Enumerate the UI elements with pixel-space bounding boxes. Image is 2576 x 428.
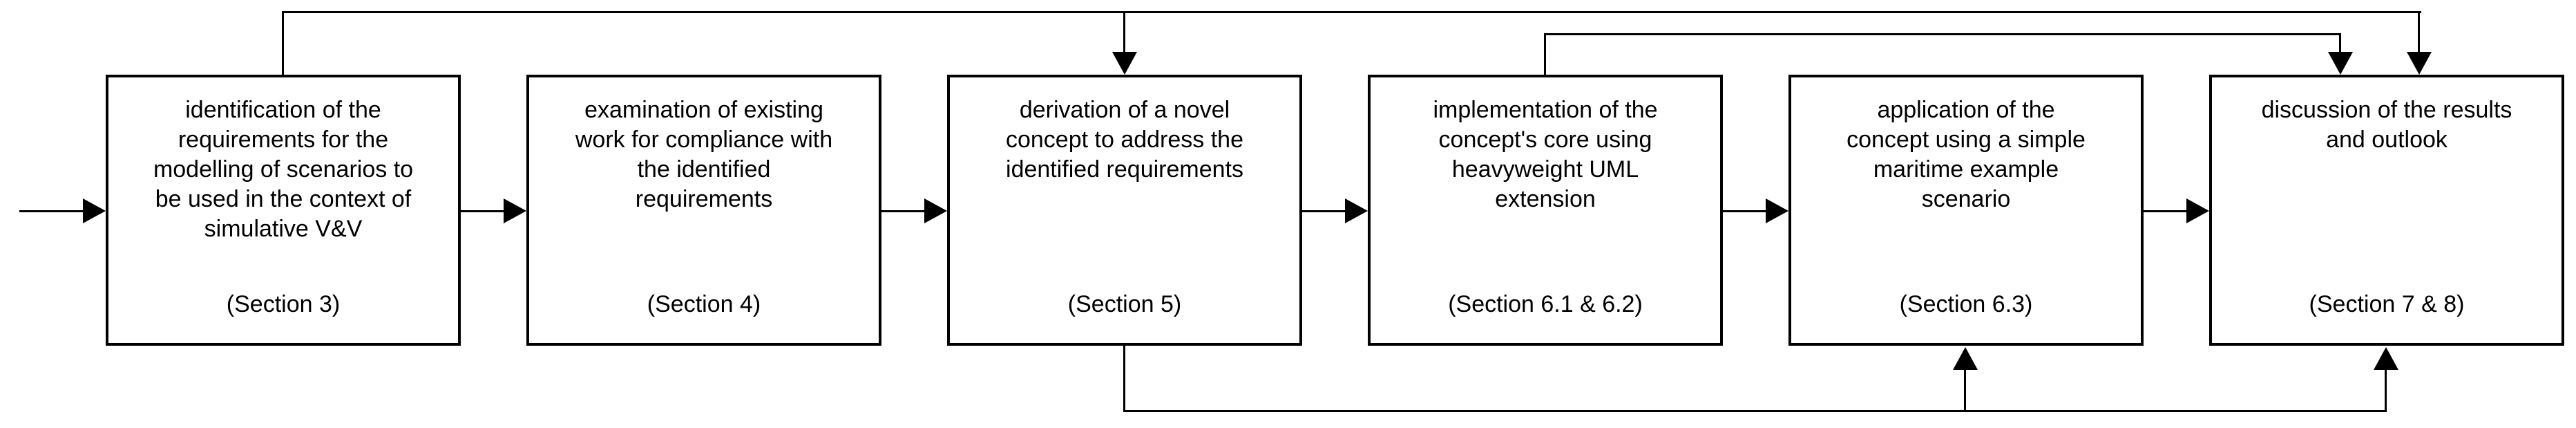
entry-arrow-line — [19, 210, 85, 212]
bottom-line-c-horizontal — [1123, 410, 2387, 412]
flow-box-step-1: identification of the requirements for t… — [106, 75, 461, 346]
top-line-b-step6-arrowhead-icon — [2328, 52, 2353, 75]
top-line-a-from-step1-vertical — [282, 11, 284, 75]
step-3-label: derivation of a novel concept to address… — [1005, 97, 1243, 183]
step-4-label: implementation of the concept's core usi… — [1433, 97, 1658, 212]
flow-box-step-4: implementation of the concept's core usi… — [1368, 75, 1723, 346]
step-6-label: discussion of the results and outlook — [2261, 97, 2512, 153]
step-2-section: (Section 4) — [647, 291, 761, 317]
top-line-a-step6-arrowhead-icon — [2407, 52, 2432, 75]
bottom-line-c-rise-to-step6 — [2385, 369, 2387, 411]
step-6-section: (Section 7 & 8) — [2309, 291, 2465, 317]
top-line-a-step3-arrowhead-icon — [1112, 52, 1137, 75]
top-line-a-drop-to-step3 — [1123, 11, 1125, 54]
top-line-b-horizontal — [1544, 33, 2341, 35]
flow-box-step-5: application of the concept using a simpl… — [1788, 75, 2144, 346]
step-5-section: (Section 6.3) — [1899, 291, 2033, 317]
arrow-step3-to-step4-line — [1302, 210, 1349, 212]
step-5-label: application of the concept using a simpl… — [1847, 97, 2086, 212]
arrow-step3-to-step4-head-icon — [1345, 198, 1368, 223]
flow-box-step-6: discussion of the results and outlook (S… — [2209, 75, 2564, 346]
arrow-step5-to-step6-line — [2144, 210, 2191, 212]
arrow-step4-to-step5-head-icon — [1766, 198, 1788, 223]
flow-box-step-3: derivation of a novel concept to address… — [947, 75, 1302, 346]
step-4-section: (Section 6.1 & 6.2) — [1448, 291, 1643, 317]
bottom-line-c-step5-arrowhead-icon — [1953, 347, 1978, 370]
bottom-line-c-from-step3-vertical — [1123, 346, 1125, 411]
arrow-step4-to-step5-line — [1723, 210, 1770, 212]
step-3-section: (Section 5) — [1067, 291, 1182, 317]
step-1-section: (Section 3) — [226, 291, 341, 317]
arrow-step2-to-step3-line — [881, 210, 928, 212]
top-line-b-drop-to-step6 — [2339, 33, 2341, 54]
entry-arrowhead-icon — [83, 198, 106, 223]
bottom-line-c-step6-arrowhead-icon — [2374, 347, 2398, 370]
bottom-line-c-rise-to-step5 — [1964, 369, 1966, 411]
arrow-step1-to-step2-head-icon — [504, 198, 526, 223]
step-2-label: examination of existing work for complia… — [575, 97, 833, 212]
arrow-step1-to-step2-line — [461, 210, 508, 212]
flow-box-step-2: examination of existing work for complia… — [526, 75, 881, 346]
top-line-a-drop-to-step6 — [2418, 11, 2420, 54]
arrow-step2-to-step3-head-icon — [924, 198, 947, 223]
top-line-a-horizontal — [282, 11, 2421, 13]
step-1-label: identification of the requirements for t… — [153, 97, 414, 242]
top-line-b-from-step4-vertical — [1544, 33, 1546, 75]
arrow-step5-to-step6-head-icon — [2186, 198, 2209, 223]
